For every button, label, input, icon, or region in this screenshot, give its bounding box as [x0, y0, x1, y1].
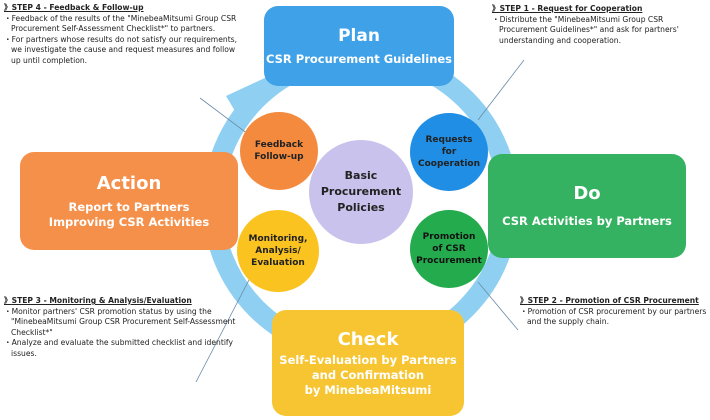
step3-heading-text: STEP 3 - Monitoring & Analysis/Evaluatio… — [11, 296, 192, 305]
step2-bullet: ・Promotion of CSR procurement by our par… — [520, 306, 707, 327]
feedback-line-1: Feedback — [254, 140, 304, 150]
step3-marker-icon: 》 — [4, 296, 12, 305]
step3-note: 》STEP 3 - Monitoring & Analysis/Evaluati… — [4, 296, 236, 360]
basic-procurement-policies-circle: Basic Procurement Policies — [309, 140, 413, 244]
step1-heading-text: STEP 1 - Request for Cooperation — [499, 4, 643, 13]
step2-note: 》STEP 2 - Promotion of CSR Procurement ・… — [520, 296, 710, 328]
plan-box: Plan CSR Procurement Guidelines — [264, 6, 454, 86]
center-line-2: Procurement — [320, 185, 402, 198]
step4-marker-icon: 》 — [4, 3, 12, 12]
step2-marker-icon: 》 — [520, 296, 528, 305]
monitoring-line-2: Analysis/ — [255, 246, 301, 256]
step4-heading-text: STEP 4 - Feedback & Follow-up — [11, 3, 144, 12]
callout-line-step2 — [477, 281, 519, 331]
step3-bullet: ・Monitor partners' CSR promotion status … — [4, 306, 236, 337]
center-line-3: Policies — [337, 201, 385, 214]
step1-note: 》STEP 1 - Request for Cooperation ・Distr… — [492, 4, 708, 46]
action-title: Action — [96, 172, 162, 194]
action-line-2: Improving CSR Activities — [48, 214, 210, 229]
check-line-2: and Confirmation — [311, 367, 425, 382]
monitoring-analysis-evaluation-circle: Monitoring, Analysis/ Evaluation — [237, 210, 319, 292]
callout-line-step3 — [195, 277, 251, 383]
requests-for-cooperation-circle: Requests for Cooperation — [410, 113, 488, 191]
check-line-3: by MinebeaMitsumi — [304, 382, 432, 397]
requests-line-3: Cooperation — [417, 159, 480, 169]
action-box: Action Report to Partners Improving CSR … — [20, 152, 238, 250]
action-line-1: Report to Partners — [68, 199, 190, 214]
do-box: Do CSR Activities by Partners — [488, 154, 686, 258]
step3-heading: 》STEP 3 - Monitoring & Analysis/Evaluati… — [4, 296, 236, 307]
step4-bullet: ・Feedback of the results of the "Minebea… — [4, 13, 237, 34]
check-box: Check Self-Evaluation by Partners and Co… — [272, 310, 464, 416]
do-subtitle: CSR Activities by Partners — [502, 214, 672, 228]
promotion-line-1: Promotion — [422, 232, 476, 242]
promotion-line-2: of CSR — [432, 244, 466, 254]
cycle-arrowhead — [226, 70, 282, 126]
center-line-1: Basic — [344, 169, 378, 182]
feedback-line-2: Follow-up — [254, 152, 304, 162]
step2-heading-text: STEP 2 - Promotion of CSR Procurement — [527, 296, 699, 305]
feedback-followup-circle: Feedback Follow-up — [240, 112, 318, 190]
callout-line-step4 — [199, 97, 249, 135]
promotion-line-3: Procurement — [416, 256, 482, 266]
callout-line-step1 — [477, 59, 525, 121]
requests-line-1: Requests — [425, 135, 473, 145]
requests-line-2: for — [441, 147, 457, 157]
step2-heading: 》STEP 2 - Promotion of CSR Procurement — [520, 296, 710, 307]
step3-bullet: ・Analyze and evaluate the submitted chec… — [4, 338, 233, 358]
plan-subtitle: CSR Procurement Guidelines — [265, 51, 453, 66]
step4-heading: 》STEP 4 - Feedback & Follow-up — [4, 3, 244, 14]
monitoring-line-3: Evaluation — [251, 258, 305, 268]
monitoring-line-1: Monitoring, — [248, 234, 308, 244]
step1-marker-icon: 》 — [492, 4, 500, 13]
promotion-of-csr-procurement-circle: Promotion of CSR Procurement — [410, 210, 488, 288]
step4-note: 》STEP 4 - Feedback & Follow-up ・Feedback… — [4, 3, 244, 67]
check-title: Check — [337, 328, 399, 350]
step4-bullet: ・For partners whose results do not satis… — [4, 34, 238, 65]
step1-heading: 》STEP 1 - Request for Cooperation — [492, 4, 708, 15]
check-line-1: Self-Evaluation by Partners — [279, 352, 457, 367]
plan-title: Plan — [338, 25, 380, 46]
do-title: Do — [573, 183, 601, 204]
step1-bullet: ・Distribute the "MinebeaMitsumi Group CS… — [492, 14, 679, 45]
